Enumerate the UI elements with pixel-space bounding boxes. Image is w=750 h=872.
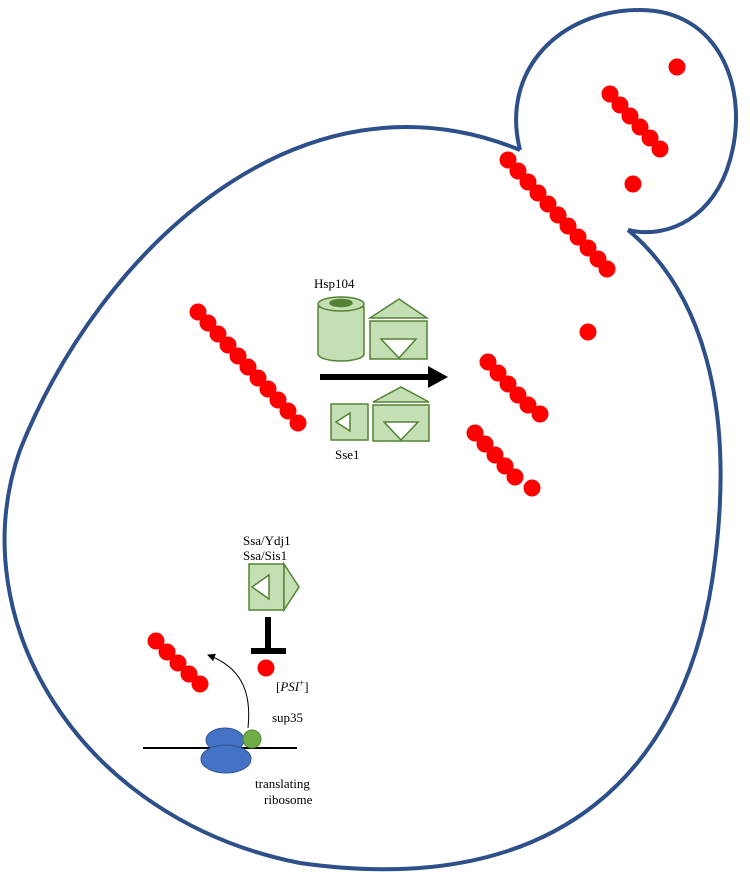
hsp104-icon: [317, 296, 365, 362]
sse1-label: Sse1: [335, 447, 360, 462]
bud-cell-outline: [514, 7, 738, 235]
sse1-icon: [330, 403, 369, 441]
inhibition-bar: [251, 617, 286, 654]
ribosome-label: ribosome: [264, 792, 313, 807]
aggregate-chain-bud: [601, 85, 669, 158]
ribosome-icon: [200, 727, 252, 774]
aggregates: [147, 58, 686, 693]
aggregate-monomer-bud-lower: [624, 175, 642, 193]
hsp70-chaperone-top-icon: [367, 298, 430, 360]
translating-label: translating: [255, 776, 310, 791]
ssa-sis1-label: Ssa/Sis1: [243, 548, 287, 563]
aggregate-monomer-mid: [579, 323, 597, 341]
nascent-sup35-icon: [242, 729, 262, 749]
aggregate-chain-neck: [499, 151, 616, 278]
yeast-cell: [2, 7, 738, 872]
hsp104-label: Hsp104: [314, 276, 355, 291]
aggregate-monomer-bud-top: [668, 58, 686, 76]
sup35-monomer-psi: [257, 659, 275, 677]
sup35-label: sup35: [272, 710, 303, 725]
aggregate-chain-small: [147, 632, 209, 693]
incorporation-arrow: [207, 653, 250, 729]
psi-label: [PSI+]: [276, 678, 309, 694]
mother-cell-outline: [2, 125, 723, 872]
disaggregation-arrow: [320, 366, 448, 388]
aggregate-chain-fragment-lower: [466, 424, 541, 497]
hsp70-chaperone-bottom-icon: [372, 386, 430, 442]
ssa-ydj1-label: Ssa/Ydj1: [243, 533, 291, 548]
ssa-jprotein-icon: [248, 561, 300, 613]
aggregate-chain-large-left: [189, 303, 307, 432]
aggregate-chain-fragment-upper: [479, 353, 549, 423]
